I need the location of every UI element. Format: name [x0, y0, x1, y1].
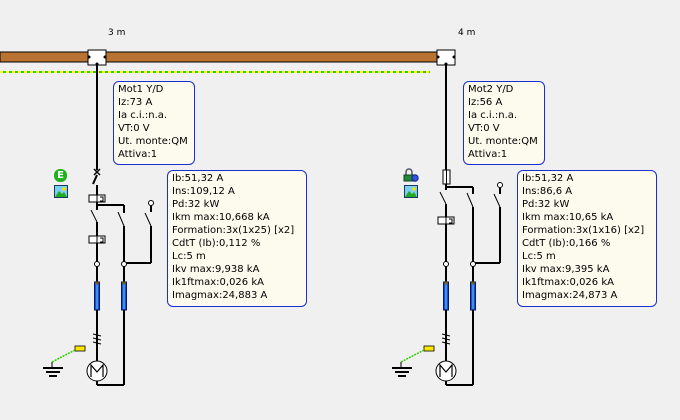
contactor-contacts[interactable]	[439, 182, 503, 264]
info-line: Imagmax:24,873 A	[522, 290, 618, 301]
busbar[interactable]	[0, 51, 441, 63]
info-line: Imagmax:24,883 A	[172, 290, 268, 301]
length-label: 4 m	[458, 28, 476, 38]
info-line: Formation:3x(1x16) [x2]	[522, 225, 645, 236]
info-line: Ia c.i.:n.a.	[118, 110, 168, 121]
lock-icon[interactable]	[403, 168, 419, 182]
info-line: Lc:5 m	[522, 251, 556, 262]
thermal-relay[interactable]	[437, 216, 455, 225]
earth-symbol	[43, 345, 86, 377]
length-label: 3 m	[108, 28, 126, 38]
load-info-box[interactable]: Mot2 Y/D Iz:56 A Ia c.i.:n.a. VT:0 V Ut.…	[463, 81, 545, 165]
info-line: Pd:32 kW	[172, 199, 220, 210]
cable-info-box[interactable]: Ib:51,32 A Ins:86,6 A Pd:32 kW Ikm max:1…	[517, 170, 657, 307]
thermal-relay[interactable]	[88, 235, 106, 244]
info-line: CdtT (Ib):0,112 %	[172, 238, 261, 249]
relay-coil[interactable]	[88, 194, 106, 203]
cable-info-box[interactable]: Ib:51,32 A Ins:109,12 A Pd:32 kW Ikm max…	[167, 170, 307, 307]
feeder-2[interactable]	[392, 49, 503, 386]
feeder-1[interactable]	[43, 49, 154, 386]
info-line: Ikv max:9,938 kA	[172, 264, 260, 275]
cable-symbol[interactable]	[443, 281, 476, 311]
cable-ties	[92, 333, 102, 345]
image-icon[interactable]	[404, 185, 418, 198]
motor-symbol[interactable]	[86, 360, 108, 382]
info-line: Ikv max:9,395 kA	[522, 264, 610, 275]
info-line: Ia c.i.:n.a.	[468, 110, 518, 121]
info-line: Mot1 Y/D	[118, 84, 164, 95]
cable-ties	[441, 333, 451, 345]
info-line: Ik1ftmax:0,026 kA	[172, 277, 264, 288]
image-icon[interactable]	[54, 185, 68, 198]
info-line: Attiva:1	[468, 149, 508, 160]
load-info-box[interactable]: Mot1 Y/D Iz:73 A Ia c.i.:n.a. VT:0 V Ut.…	[113, 81, 195, 165]
info-line: Formation:3x(1x25) [x2]	[172, 225, 295, 236]
info-line: VT:0 V	[468, 123, 500, 134]
info-line: Attiva:1	[118, 149, 158, 160]
motor-symbol[interactable]	[435, 360, 457, 382]
info-line: Iz:73 A	[118, 97, 153, 108]
info-line: Ik1ftmax:0,026 kA	[522, 277, 614, 288]
info-line: CdtT (Ib):0,166 %	[522, 238, 611, 249]
info-line: Ib:51,32 A	[172, 173, 224, 184]
info-line: Mot2 Y/D	[468, 84, 514, 95]
fuse-symbol[interactable]	[442, 169, 451, 185]
info-line: Ut. monte:QM	[118, 136, 188, 147]
earth-symbol	[392, 345, 435, 377]
info-line: Ikm max:10,668 kA	[172, 212, 270, 223]
disconnector-symbol[interactable]	[92, 168, 101, 195]
info-line: Iz:56 A	[468, 97, 503, 108]
info-line: Pd:32 kW	[522, 199, 570, 210]
info-line: Ins:86,6 A	[522, 186, 573, 197]
info-line: Ib:51,32 A	[522, 173, 574, 184]
info-line: Ikm max:10,65 kA	[522, 212, 614, 223]
e-badge-icon[interactable]: E	[54, 169, 67, 182]
info-line: Ut. monte:QM	[468, 136, 538, 147]
info-line: Lc:5 m	[172, 251, 206, 262]
cable-symbol[interactable]	[94, 281, 127, 311]
info-line: Ins:109,12 A	[172, 186, 235, 197]
info-line: VT:0 V	[118, 123, 150, 134]
contactor-contacts[interactable]	[90, 200, 154, 264]
